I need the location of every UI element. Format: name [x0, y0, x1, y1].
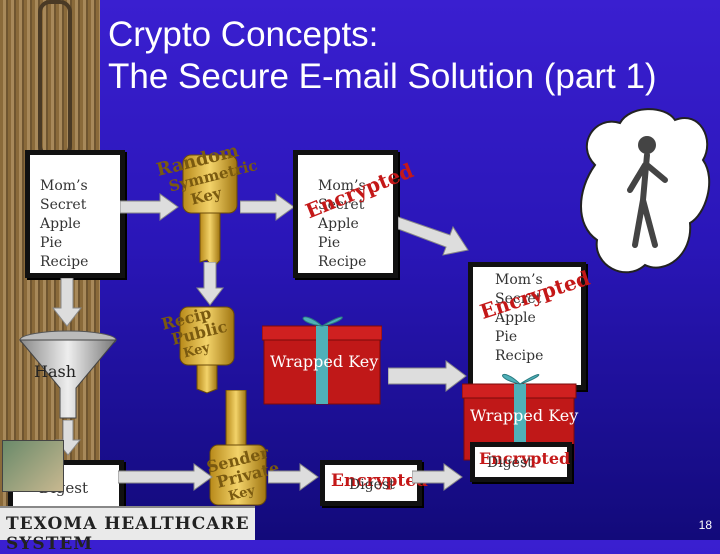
encrypted-digest-paper: Encrypted Digest: [320, 460, 422, 506]
title-line-2: The Secure E-mail Solution (part 1): [108, 56, 708, 98]
doc-line: Apple: [318, 215, 366, 234]
doc-line: Secret: [40, 196, 88, 215]
doc-line: Pie: [318, 234, 366, 253]
arrow-doc-to-encryption: [120, 192, 180, 222]
doc-line: Recipe: [495, 347, 543, 366]
slide-title: Crypto Concepts: The Secure E-mail Solut…: [108, 14, 708, 98]
bundle-digest-label: Digest: [487, 455, 533, 471]
arrow-wrappedkey-to-bundle: [388, 360, 468, 394]
staff-photo: [2, 440, 64, 492]
encrypted-document: Mom’s Secret Apple Pie Recipe Encrypted: [293, 150, 398, 278]
bundle-wrapped-key-label: Wrapped Key: [470, 406, 578, 425]
original-document: Mom’s Secret Apple Pie Recipe: [25, 150, 125, 278]
arrow-doc-to-hash: [52, 278, 82, 328]
bundle-encrypted-digest: Encrypted Digest: [470, 442, 572, 482]
doc-line: Recipe: [318, 253, 366, 272]
wrapped-key-label: Wrapped Key: [270, 352, 378, 371]
hash-label: Hash: [34, 362, 76, 381]
doc-line: Pie: [40, 234, 88, 253]
doc-line: Mom’s: [40, 177, 88, 196]
title-line-1: Crypto Concepts:: [108, 14, 708, 56]
doc-line: Apple: [40, 215, 88, 234]
message-bundle: Mom’s Secret Apple Pie Recipe Encrypted …: [468, 250, 588, 518]
arrow-digest-to-privkey: [118, 462, 214, 492]
bottle-opener-image: [38, 0, 72, 158]
arrow-encdigest-to-bundle: [412, 462, 464, 492]
arrow-key-to-encrypted-doc: [240, 192, 296, 222]
doc-line: Pie: [495, 328, 543, 347]
arrow-encrypted-doc-to-bundle: [398, 205, 473, 260]
arrow-symkey-to-recipkey: [196, 262, 224, 306]
document-text: Mom’s Secret Apple Pie Recipe: [40, 177, 88, 272]
footer-logo-text: TEXOMA HEALTHCARE SYSTEM: [6, 514, 255, 554]
arrow-privkey-to-encdigest: [268, 462, 320, 492]
recipient-thought-cloud: [575, 105, 715, 305]
footer-logo: TEXOMA HEALTHCARE SYSTEM: [0, 506, 255, 540]
encrypted-digest-label: Digest: [349, 477, 395, 493]
page-number: 18: [699, 518, 712, 532]
doc-line: Recipe: [40, 253, 88, 272]
